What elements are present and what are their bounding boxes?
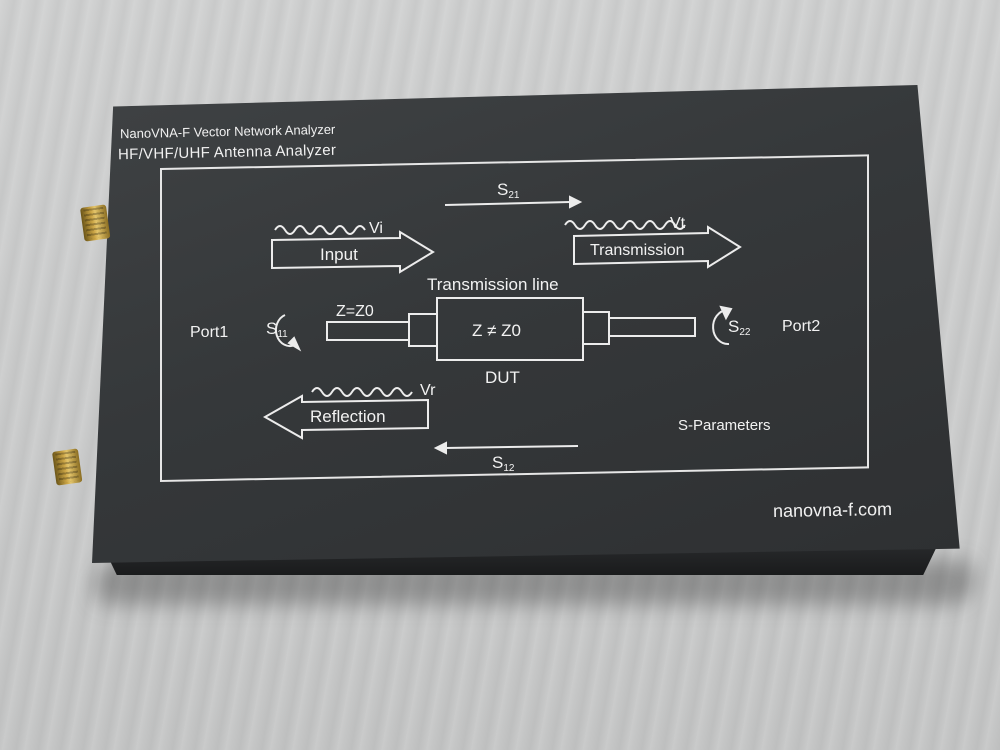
- s22-label: S22: [728, 317, 751, 338]
- reflection-arrow: [262, 394, 429, 440]
- vi-label: Vi: [369, 220, 383, 237]
- port2-label: Port2: [782, 318, 820, 335]
- vr-label: Vr: [420, 382, 436, 399]
- input-label: Input: [320, 245, 358, 264]
- z-not-equal-z0-label: Z ≠ Z0: [472, 321, 521, 340]
- s12-arrow-head: [433, 441, 447, 455]
- transmission-line-label: Transmission line: [427, 275, 559, 294]
- transmission-label: Transmission: [590, 242, 685, 259]
- s12-arrow-line: [444, 445, 579, 449]
- port1-label: Port1: [190, 324, 228, 341]
- s11-label: S11: [266, 319, 288, 340]
- vt-label: Vt: [670, 215, 686, 232]
- vr-wave: [311, 387, 413, 397]
- vi-wave: [274, 225, 366, 235]
- s11-arrow-head: [287, 336, 302, 352]
- z-equal-z0-label: Z=Z0: [336, 303, 374, 320]
- vt-wave: [564, 220, 686, 230]
- right-coupler: [582, 311, 610, 345]
- left-coupler: [408, 313, 438, 347]
- transmission-arrow: [573, 225, 742, 269]
- s21-arrow-line: [444, 201, 571, 206]
- s21-arrow-head: [569, 195, 583, 209]
- s11-curved-arrow: [274, 314, 296, 348]
- s12-label: S12: [492, 453, 515, 474]
- right-transmission-line: [608, 317, 696, 337]
- s22-arrow-head: [719, 305, 733, 321]
- dut-label: DUT: [485, 368, 520, 387]
- s-parameters-label: S-Parameters: [678, 417, 771, 434]
- reflection-label: Reflection: [310, 407, 386, 426]
- left-transmission-line: [326, 321, 410, 341]
- s21-label: S21: [497, 180, 520, 201]
- input-arrow: [271, 230, 435, 274]
- device-case-top: [92, 85, 960, 563]
- s22-curved-arrow: [712, 309, 730, 346]
